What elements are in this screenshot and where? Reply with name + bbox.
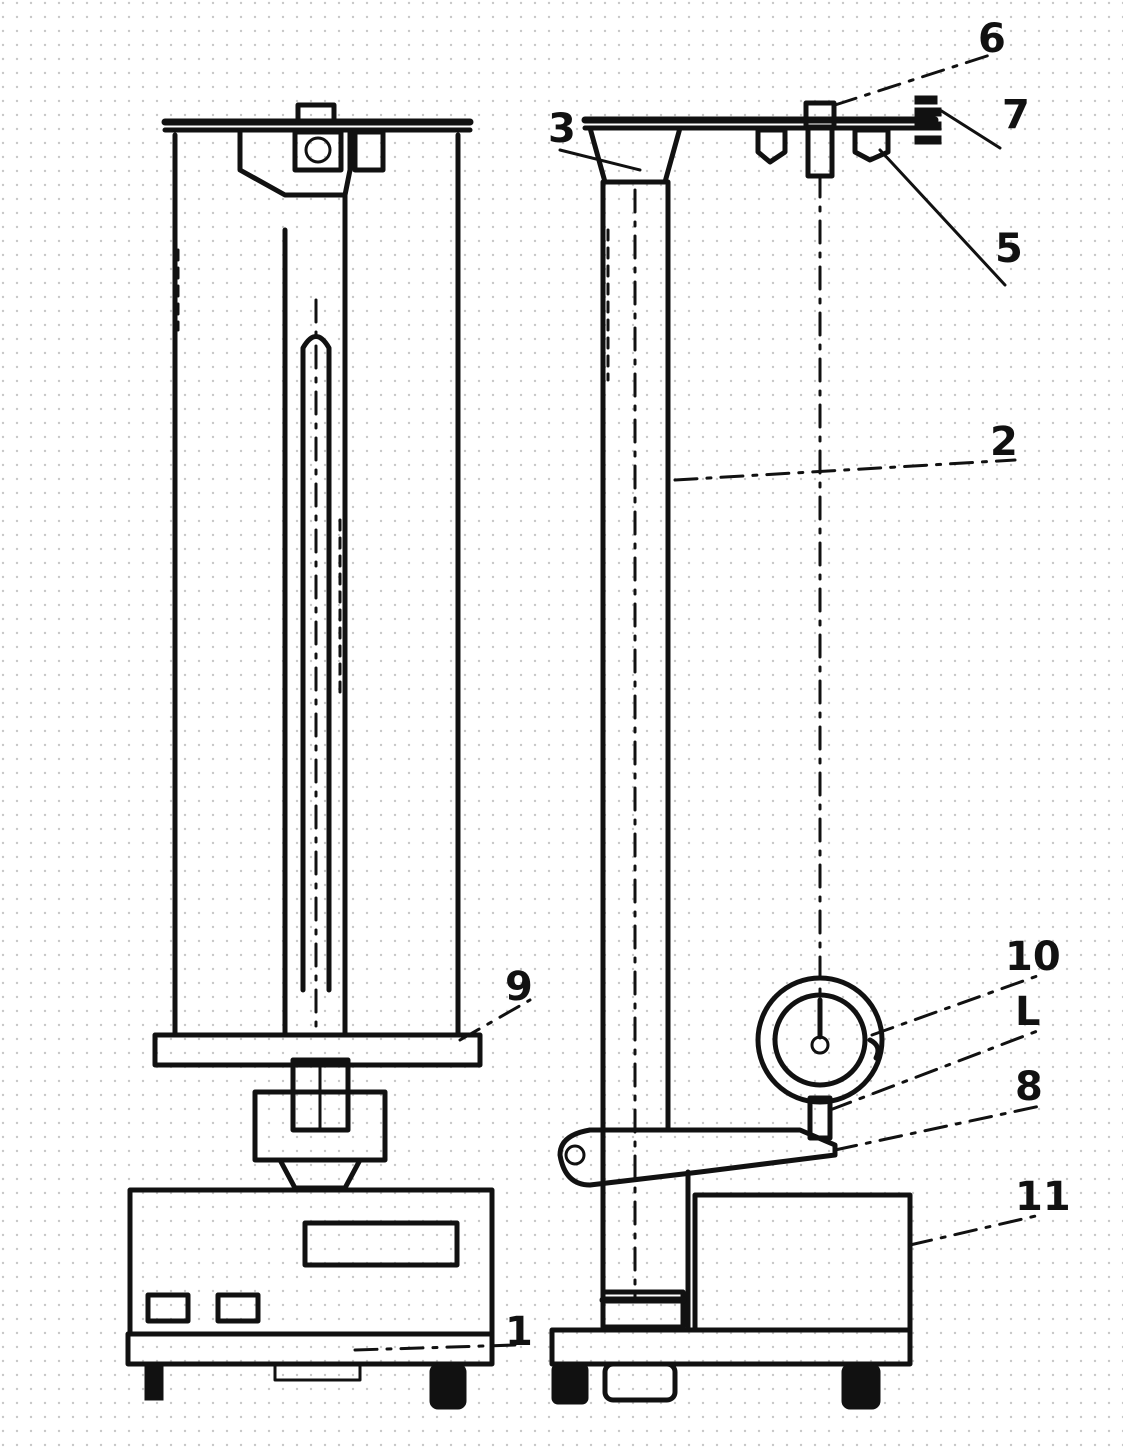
control-box (125, 1187, 495, 1410)
leader-7 (938, 108, 1002, 150)
right-base-plate (549, 1327, 913, 1367)
control-button-1 (145, 1292, 191, 1324)
callout-leaders (353, 53, 1047, 1352)
leader-8 (833, 1103, 1047, 1152)
right-foot-1 (551, 1363, 589, 1405)
column-base (599, 1169, 691, 1333)
callout-8: 8 (1015, 1064, 1043, 1110)
leader-10 (870, 973, 1042, 1037)
left-top-plate (161, 102, 474, 198)
right-foot-2 (841, 1363, 881, 1410)
callout-2: 2 (990, 419, 1018, 465)
leader-6 (833, 53, 992, 107)
display-window (302, 1220, 460, 1268)
clamp-block (852, 127, 891, 163)
spring (914, 95, 942, 145)
left-view (125, 102, 495, 1410)
column-tube (600, 179, 671, 1303)
leader-2 (673, 458, 1017, 482)
funnel (587, 125, 683, 185)
callout-1: 1 (505, 1309, 533, 1355)
left-foot-2 (429, 1363, 467, 1410)
left-inner-tube (282, 192, 348, 1038)
right-top-plate (581, 95, 942, 185)
callout-5: 5 (995, 226, 1023, 272)
right-view (549, 95, 942, 1410)
leader-5 (878, 148, 1007, 287)
control-button-2 (215, 1292, 261, 1324)
callout-3: 3 (548, 106, 576, 152)
leader-3 (558, 148, 642, 172)
leader-11 (908, 1213, 1042, 1247)
callout-10: 10 (1005, 934, 1061, 980)
leader-9 (458, 998, 532, 1042)
left-base-plate (152, 1032, 483, 1068)
callout-9: 9 (505, 964, 533, 1010)
callout-l: L (1015, 989, 1041, 1035)
callout-11: 11 (1015, 1174, 1071, 1220)
leader-1 (353, 1343, 517, 1352)
left-cylinder (172, 132, 461, 1038)
left-foot-1 (144, 1363, 164, 1401)
callout-labels: 3 6 7 5 2 9 10 L 8 11 1 (505, 16, 1071, 1355)
callout-6: 6 (978, 16, 1006, 62)
callout-7: 7 (1002, 92, 1030, 138)
leader-l (828, 1028, 1042, 1112)
